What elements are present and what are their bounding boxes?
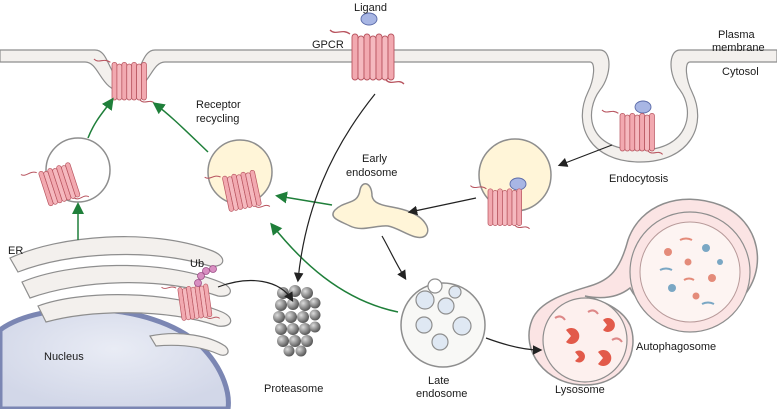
label-ub: Ub [190,258,204,270]
label-autophagosome: Autophagosome [636,341,716,353]
ubiquitin-chain-icon [194,265,217,287]
label-late: Late [428,375,449,387]
ligand-icon [634,100,652,114]
ligand-icon [509,177,527,191]
gpcr-receptor-icon [469,185,531,230]
label-gpcr: GPCR [312,39,344,51]
label-cytosol: Cytosol [722,66,759,78]
nucleus [0,306,231,409]
arrows [72,93,613,355]
label-early-endosome: endosome [346,167,397,179]
label-late-endosome: endosome [416,388,467,400]
label-plasma: Plasma [718,29,756,41]
early-endosome [332,183,429,239]
label-nucleus: Nucleus [44,351,84,363]
er-exit-vesicle [20,137,111,216]
ligand-icon [360,12,378,26]
label-membrane: membrane [712,42,765,54]
endocytic-vesicle [469,138,552,230]
ubiquitinated-receptor [161,265,221,327]
label-receptor: Receptor [196,99,241,111]
label-recycling: recycling [196,113,239,125]
label-early: Early [362,153,388,165]
label-proteasome: Proteasome [264,383,323,395]
recycling-vesicle [204,139,273,219]
proteasome-icon [273,285,321,357]
label-er: ER [8,245,23,257]
late-endosome [400,278,486,368]
label-ligand: Ligand [354,2,387,14]
lysosome-autophagosome [528,198,759,386]
plasma-membrane [0,49,777,163]
label-lysosome: Lysosome [555,384,605,396]
label-endocytosis: Endocytosis [609,173,669,185]
